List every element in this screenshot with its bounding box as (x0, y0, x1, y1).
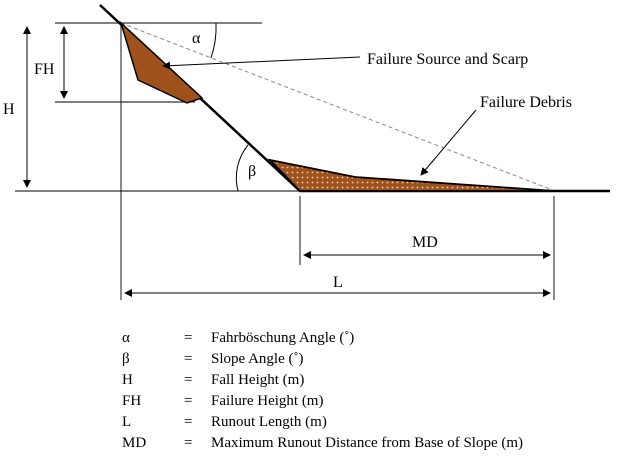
fh-label: FH (34, 61, 55, 78)
beta-angle-arc (235, 144, 249, 192)
fahrboschung-dashed-line (120, 22, 556, 192)
beta-label: β (248, 163, 256, 180)
failure-debris-shape (267, 158, 556, 192)
failure-debris-label: Failure Debris (480, 94, 572, 111)
alpha-label: α (192, 30, 201, 47)
failure-source-scarp-shape (119, 20, 204, 104)
failure-source-leader-arrow (162, 56, 361, 70)
alpha-angle-arc (210, 22, 217, 59)
failure-debris-leader-arrow (420, 109, 477, 176)
md-label: MD (412, 234, 438, 251)
l-label: L (333, 274, 343, 291)
h-label: H (3, 101, 15, 118)
failure-source-label: Failure Source and Scarp (367, 51, 528, 68)
